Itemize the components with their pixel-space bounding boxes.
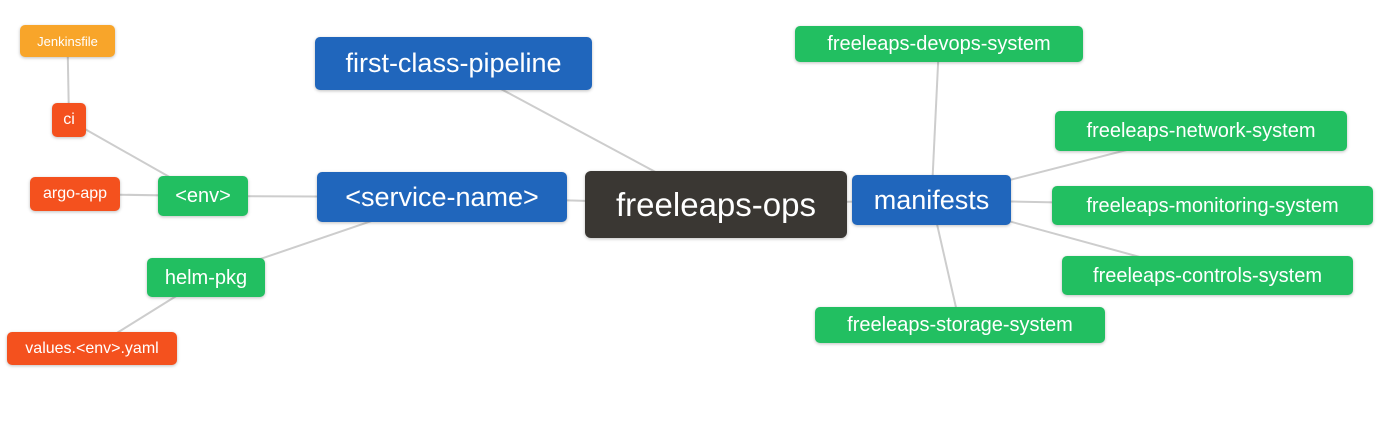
node-ci[interactable]: ci	[52, 103, 86, 137]
node-values-env-yaml[interactable]: values.<env>.yaml	[7, 332, 177, 365]
node-freeleaps-ops[interactable]: freeleaps-ops	[585, 171, 847, 238]
node-jenkinsfile[interactable]: Jenkinsfile	[20, 25, 115, 57]
node-first-class-pipeline[interactable]: first-class-pipeline	[315, 37, 592, 90]
edge-manifests-devops-system	[930, 43, 940, 201]
node-network-system[interactable]: freeleaps-network-system	[1055, 111, 1347, 151]
node-env[interactable]: <env>	[158, 176, 248, 216]
node-argo-app[interactable]: argo-app	[30, 177, 120, 211]
node-service-name[interactable]: <service-name>	[317, 172, 567, 222]
node-controls-system[interactable]: freeleaps-controls-system	[1062, 256, 1353, 295]
node-monitoring-system[interactable]: freeleaps-monitoring-system	[1052, 186, 1373, 225]
node-helm-pkg[interactable]: helm-pkg	[147, 258, 265, 297]
node-storage-system[interactable]: freeleaps-storage-system	[815, 307, 1105, 343]
node-devops-system[interactable]: freeleaps-devops-system	[795, 26, 1083, 62]
node-manifests[interactable]: manifests	[852, 175, 1011, 225]
